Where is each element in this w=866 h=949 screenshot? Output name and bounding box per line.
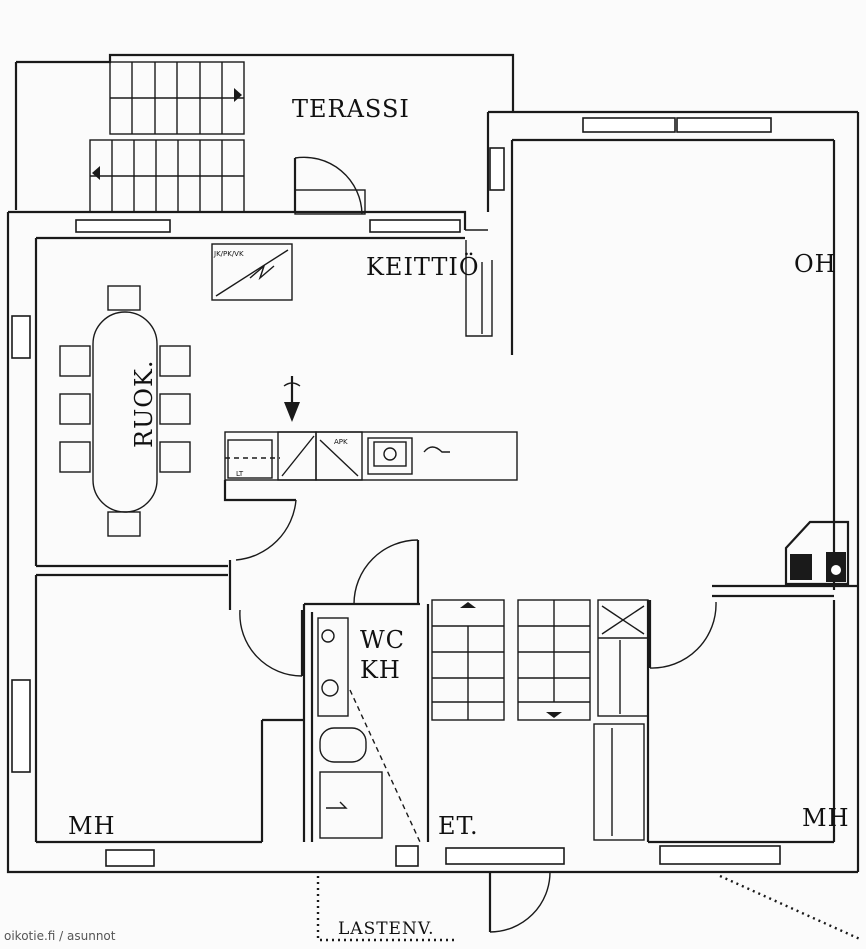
chair-right-1 [159, 345, 191, 377]
label-mh-right: MH [802, 804, 850, 832]
window-terrace-left [75, 219, 171, 233]
terrace-decking-upper [109, 61, 245, 135]
label-lastenv: LASTENV. [338, 919, 435, 939]
window-entrance [445, 847, 565, 865]
windows [11, 117, 781, 867]
label-kh: KH [360, 656, 401, 684]
terrace-outline [14, 53, 515, 210]
terrace-decking-lower [89, 139, 245, 213]
chair-top [107, 285, 141, 311]
chair-left-2 [59, 393, 91, 425]
window-wc [395, 845, 419, 867]
kitchen-counter [223, 431, 518, 502]
lastenv-outline [316, 874, 863, 942]
label-et: ET. [438, 812, 479, 840]
label-dishwasher: APK [334, 438, 348, 446]
window-mh-left [11, 679, 31, 773]
wc-door [353, 539, 420, 605]
ventilation-arrow [283, 376, 301, 422]
fireplace [784, 520, 850, 586]
window-dining [11, 315, 31, 359]
shower [319, 771, 383, 839]
toilet [319, 727, 367, 763]
label-keittio: KEITTIÖ [366, 252, 480, 281]
interior-walls [36, 564, 858, 842]
stairs [431, 599, 591, 721]
bedroom-left-door [239, 609, 304, 677]
label-oh: OH [794, 250, 837, 278]
label-ruok: RUOK. [130, 359, 158, 448]
wc-fixtures [317, 617, 421, 843]
dining-table [59, 285, 191, 537]
terrace-door [293, 156, 366, 215]
bedroom-right-door [648, 600, 717, 669]
label-mh-left: MH [68, 812, 116, 840]
watermark: oikotie.fi / asunnot [4, 929, 116, 943]
kitchen-door [228, 499, 297, 610]
label-hob: LT [236, 470, 244, 478]
closet [593, 599, 649, 841]
chair-bottom [107, 511, 141, 537]
label-terassi: TERASSI [292, 95, 410, 123]
window-corner [489, 147, 505, 191]
fridge-unit [211, 243, 293, 301]
outer-walls [6, 110, 860, 874]
chair-right-3 [159, 441, 191, 473]
entrance-door [488, 871, 551, 933]
window-oh-1 [582, 117, 676, 133]
chair-left-3 [59, 441, 91, 473]
window-mh-right [659, 845, 781, 865]
chair-right-2 [159, 393, 191, 425]
window-bottom-left [105, 849, 155, 867]
label-wc: WC [360, 626, 405, 654]
chair-left-1 [59, 345, 91, 377]
label-fridge: JK/PK/VK [213, 250, 244, 258]
kitchen-right-cabinet [465, 240, 493, 337]
window-oh-2 [676, 117, 772, 133]
window-terrace-right [369, 219, 461, 233]
